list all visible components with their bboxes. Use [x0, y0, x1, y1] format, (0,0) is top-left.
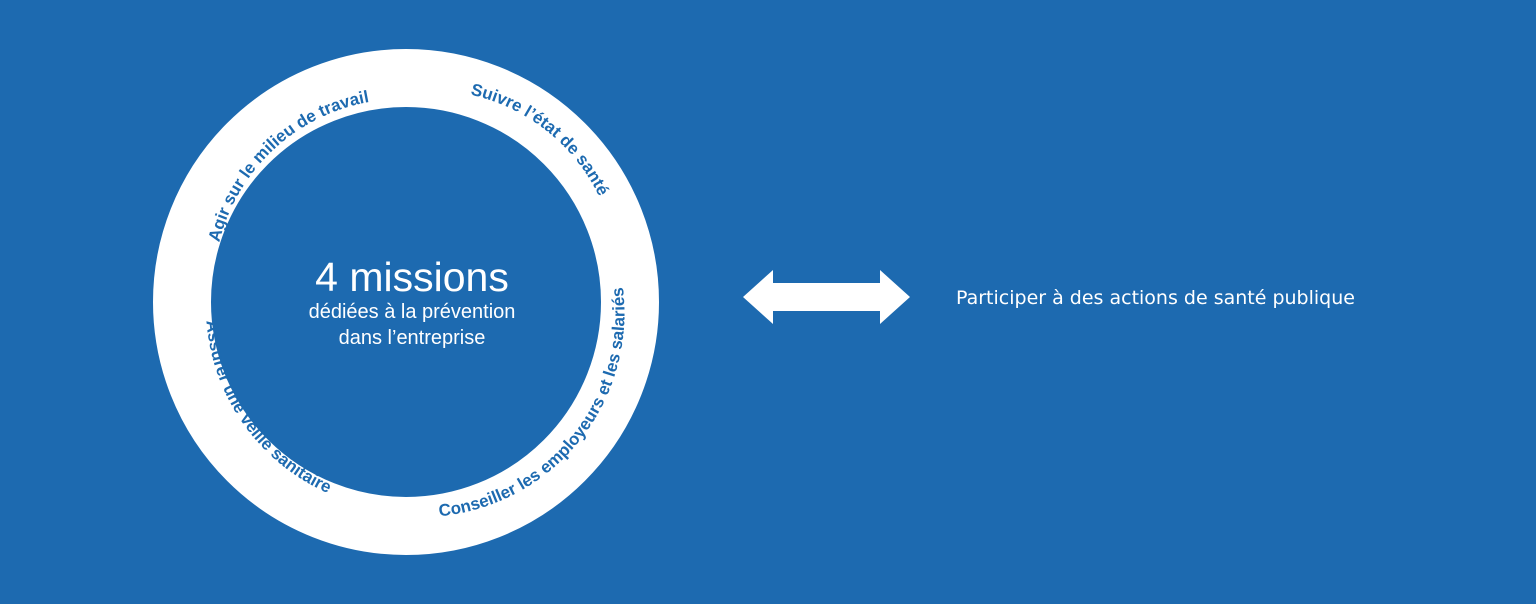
double-arrow-icon — [743, 270, 910, 324]
center-subtitle-line1: dédiées à la prévention — [309, 301, 516, 323]
missions-ring — [153, 49, 659, 555]
center-subtitle-line2: dans l’entreprise — [339, 327, 486, 349]
side-mission-sante-publique: Participer à des actions de santé publiq… — [956, 287, 1355, 309]
center-title: 4 missions — [315, 254, 509, 300]
